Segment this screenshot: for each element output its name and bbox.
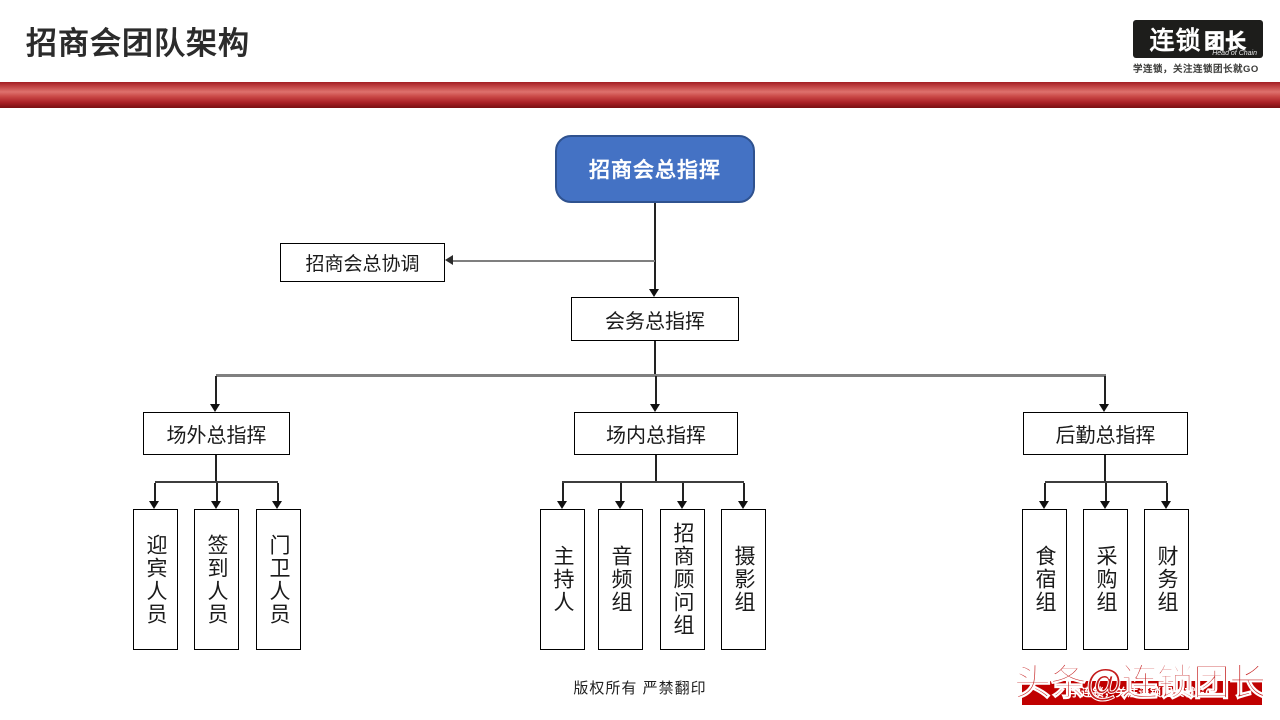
org-node-child-greeters: 迎宾人员 [133, 509, 178, 650]
connector-general-to-bus [654, 341, 656, 376]
org-node-child-advisors: 招商顾问组 [660, 509, 705, 650]
watermark-banner: 学连锁，关注连锁团长就GO [1022, 681, 1262, 705]
org-node-coordinator: 招商会总协调 [280, 243, 445, 282]
connector-drop-purchasing [1105, 483, 1107, 501]
connector-outside-bus [155, 481, 278, 483]
brand-logo: 连锁 团长 Head of Chain [1133, 20, 1263, 58]
arrowhead-down-lodging-icon [1039, 501, 1049, 509]
org-node-child-audio: 音频组 [598, 509, 643, 650]
brand-logo-outline-text: 团长 [1204, 30, 1247, 53]
copyright-notice: 版权所有 严禁翻印 [573, 680, 707, 697]
connector-drop-host [562, 483, 564, 501]
connector-bus-to-outside [215, 376, 217, 404]
connector-bus-to-inside [655, 376, 657, 404]
org-node-child-guards: 门卫人员 [256, 509, 301, 650]
org-node-branch-logistics: 后勤总指挥 [1023, 412, 1188, 455]
connector-to-coordinator [453, 260, 655, 262]
org-node-branch-inside: 场内总指挥 [574, 412, 738, 455]
connector-logistics-bus [1045, 481, 1167, 483]
connector-main-bus [216, 374, 1106, 377]
connector-root-to-general [654, 203, 656, 289]
org-node-root: 招商会总指挥 [555, 135, 755, 203]
arrowhead-down-outside-icon [210, 404, 220, 412]
connector-drop-greeters [154, 483, 156, 501]
arrowhead-down-host-icon [557, 501, 567, 509]
connector-inside-stem [655, 455, 657, 482]
arrowhead-down-finance-icon [1161, 501, 1171, 509]
org-node-child-photo: 摄影组 [721, 509, 766, 650]
arrowhead-down-general-icon [649, 289, 659, 297]
connector-drop-advisors [682, 483, 684, 501]
connector-drop-checkin [216, 483, 218, 501]
connector-drop-finance [1166, 483, 1168, 501]
arrowhead-down-audio-icon [615, 501, 625, 509]
connector-inside-bus [562, 481, 744, 483]
page-title: 招商会团队架构 [26, 26, 250, 61]
watermark-handle: 头条@连锁团长 [1013, 662, 1266, 704]
arrowhead-down-inside-icon [650, 404, 660, 412]
brand-logo-subtitle: Head of Chain [1212, 50, 1257, 57]
arrowhead-down-guards-icon [272, 501, 282, 509]
connector-drop-photo [743, 483, 745, 501]
arrowhead-down-photo-icon [738, 501, 748, 509]
arrowhead-down-greeters-icon [149, 501, 159, 509]
connector-logistics-stem [1104, 455, 1106, 482]
org-node-child-checkin: 签到人员 [194, 509, 239, 650]
org-node-child-finance: 财务组 [1144, 509, 1189, 650]
connector-outside-stem [215, 455, 217, 482]
connector-bus-to-logistics [1104, 376, 1106, 404]
arrowhead-down-checkin-icon [211, 501, 221, 509]
brand-logo-main-text: 连锁 [1149, 27, 1202, 55]
brand-tagline: 学连锁，关注连锁团长就GO [1133, 64, 1259, 75]
red-divider-bar [0, 82, 1280, 108]
arrowhead-down-advisors-icon [677, 501, 687, 509]
connector-drop-guards [277, 483, 279, 501]
org-node-general: 会务总指挥 [571, 297, 739, 341]
arrowhead-down-purchasing-icon [1100, 501, 1110, 509]
org-node-child-purchasing: 采购组 [1083, 509, 1128, 650]
org-node-child-host: 主持人 [540, 509, 585, 650]
connector-drop-audio [620, 483, 622, 501]
arrowhead-down-logistics-icon [1099, 404, 1109, 412]
arrowhead-left-coordinator-icon [445, 255, 453, 265]
connector-drop-lodging [1044, 483, 1046, 501]
org-node-branch-outside: 场外总指挥 [143, 412, 290, 455]
org-node-child-lodging: 食宿组 [1022, 509, 1067, 650]
